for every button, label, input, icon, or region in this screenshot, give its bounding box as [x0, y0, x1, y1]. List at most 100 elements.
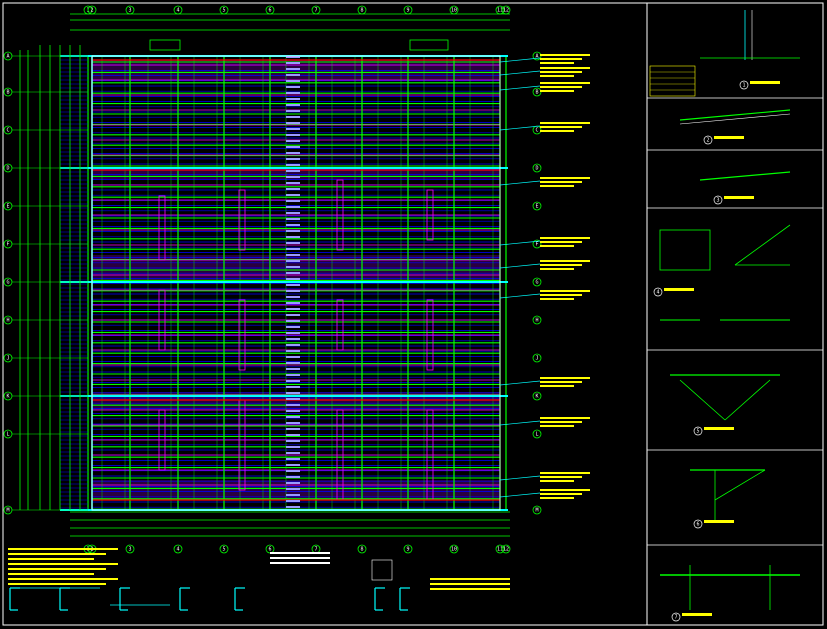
column-axis-bubble	[219, 544, 229, 554]
column-axis-label: 12	[503, 547, 509, 553]
column-axis-bubble	[83, 5, 93, 15]
callout-leader	[499, 293, 541, 299]
callout-text-line	[540, 377, 590, 379]
column-axis-bubble	[449, 5, 459, 15]
ridge-marker	[286, 404, 300, 406]
row-axis-bubble	[532, 201, 542, 211]
callout-text-line	[540, 237, 590, 239]
callout-text-line	[540, 493, 582, 495]
ridge-marker	[286, 140, 300, 142]
row-axis-label: G	[6, 280, 9, 286]
callout-text-line	[540, 268, 574, 270]
row-axis-label: B	[535, 90, 538, 96]
ridge-marker	[286, 452, 300, 454]
ridge-marker	[286, 224, 300, 226]
ridge-marker	[286, 62, 300, 64]
column-axis-label: 4	[176, 8, 179, 14]
ridge-marker	[286, 422, 300, 424]
column-axis-label: 11	[497, 8, 503, 14]
detail-number-label: 4	[656, 290, 659, 296]
row-axis-label: D	[535, 166, 538, 172]
ridge-marker	[286, 320, 300, 322]
callout-leader	[499, 263, 541, 269]
ridge-marker	[286, 188, 300, 190]
column-axis-bubble	[495, 544, 505, 554]
column-axis-bubble	[449, 544, 459, 554]
column-axis-bubble	[173, 544, 183, 554]
ridge-marker	[286, 170, 300, 172]
bracing-outline	[158, 289, 166, 351]
note-text-line	[8, 583, 106, 585]
detail-title-bar	[724, 196, 754, 199]
row-axis-label: L	[6, 432, 9, 438]
detail-number-label: 3	[716, 198, 719, 204]
column-axis-label: 6	[268, 8, 271, 14]
ridge-marker	[286, 356, 300, 358]
note-text-line	[270, 557, 330, 559]
note-text-line	[8, 548, 118, 550]
column-axis-label: 3	[128, 8, 131, 14]
ridge-marker	[286, 242, 300, 244]
bracing-outline	[238, 189, 246, 251]
ridge-marker	[286, 446, 300, 448]
callout-leader	[499, 475, 541, 481]
ridge-marker	[286, 200, 300, 202]
row-axis-label: H	[535, 318, 538, 324]
callout-leader	[499, 180, 541, 186]
ridge-marker	[286, 488, 300, 490]
column-axis-bubble	[501, 5, 511, 15]
callout-text-line	[540, 130, 574, 132]
row-axis-label: B	[6, 90, 9, 96]
row-axis-bubble	[532, 391, 542, 401]
ridge-marker	[286, 176, 300, 178]
detail-number-label: 2	[706, 138, 709, 144]
ridge-marker	[286, 266, 300, 268]
note-text-line	[8, 558, 94, 560]
bracing-outline	[158, 195, 166, 261]
callout-leader	[499, 85, 541, 91]
callout-leader	[499, 492, 541, 498]
ridge-marker	[286, 344, 300, 346]
callout-text-line	[540, 126, 582, 128]
row-axis-label: J	[535, 356, 538, 362]
ridge-marker	[286, 494, 300, 496]
row-axis-bubble	[532, 163, 542, 173]
ridge-marker	[286, 440, 300, 442]
ridge-marker	[286, 314, 300, 316]
callout-text-line	[540, 177, 590, 179]
detail-number-bubble	[693, 426, 703, 436]
callout-text-line	[540, 425, 574, 427]
row-axis-label: K	[535, 394, 538, 400]
note-text-line	[270, 552, 330, 554]
detail3-slope	[699, 171, 791, 181]
ridge-marker	[286, 302, 300, 304]
ridge-marker	[286, 80, 300, 82]
callout-text-line	[540, 82, 590, 84]
callout-text-line	[540, 241, 582, 243]
column-axis-bubble	[357, 544, 367, 554]
ridge-marker	[286, 164, 300, 166]
row-axis-label: A	[6, 54, 9, 60]
row-axis-bubble	[532, 429, 542, 439]
detail-title-bar	[704, 520, 734, 523]
column-axis-bubble	[357, 5, 367, 15]
ridge-marker	[286, 146, 300, 148]
detail4-brace	[734, 224, 791, 266]
callout-text-line	[540, 417, 590, 419]
ridge-marker	[286, 260, 300, 262]
detail-title-bar	[682, 613, 712, 616]
ridge-marker	[286, 116, 300, 118]
ridge-marker	[286, 332, 300, 334]
ridge-marker	[286, 374, 300, 376]
member-callouts	[499, 54, 590, 499]
column-axis-bubble	[495, 5, 505, 15]
top-opening-box	[409, 39, 449, 51]
ridge-marker	[286, 458, 300, 460]
ridge-marker	[286, 380, 300, 382]
callout-text-line	[540, 298, 574, 300]
column-axis-bubble	[311, 5, 321, 15]
bracing-outline	[336, 299, 344, 351]
column-axis-label: 7	[314, 8, 317, 14]
callout-text-line	[540, 71, 582, 73]
